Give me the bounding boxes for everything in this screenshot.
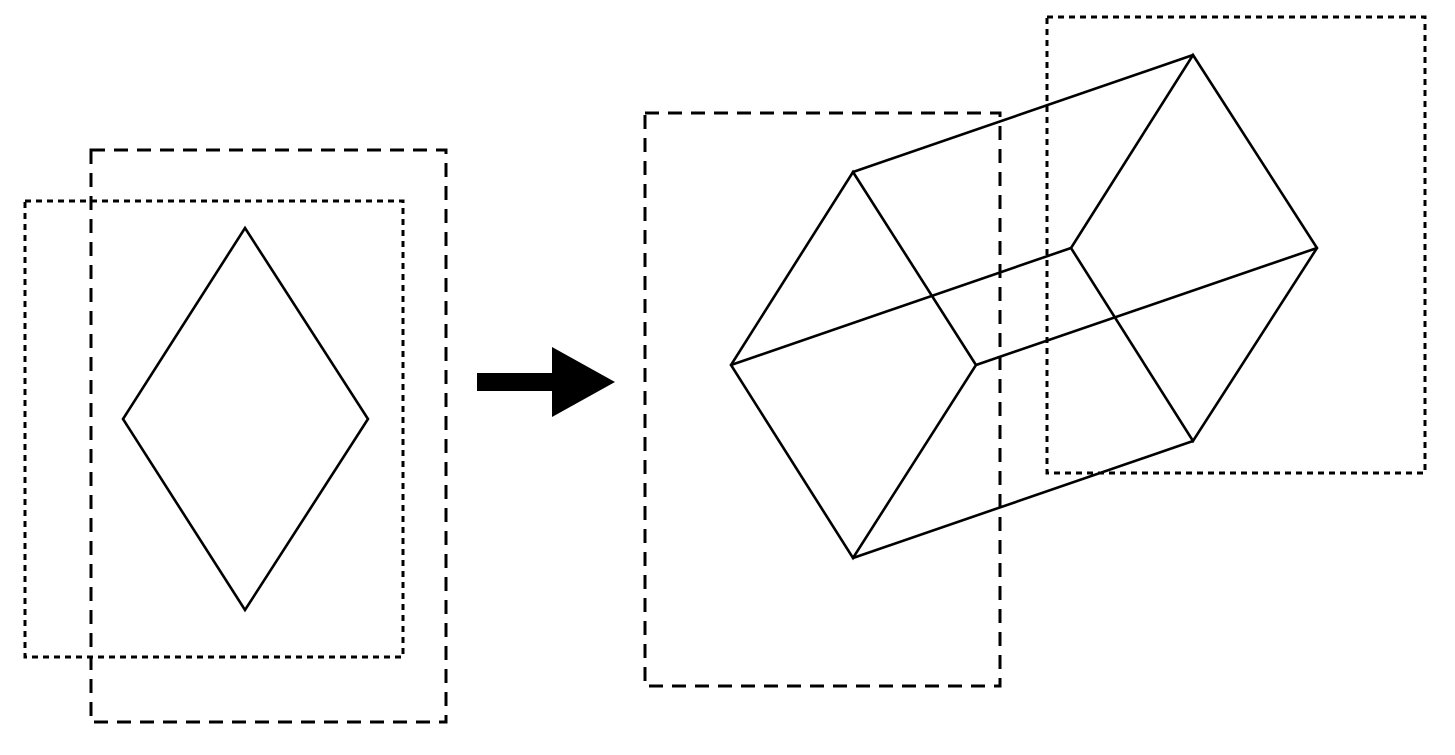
right-back-frame-dotted	[1045, 15, 1427, 475]
prism-back-face	[1069, 52, 1319, 444]
left-front-frame-dotted	[23, 199, 405, 659]
prism-front-face	[729, 169, 978, 561]
prism-edge-right	[974, 246, 1319, 367]
prism-edge-left	[729, 246, 1073, 367]
left-panel	[23, 148, 448, 724]
transform-arrow	[477, 347, 615, 417]
right-front-frame-dashed	[643, 111, 1002, 688]
prism-edge-bottom	[851, 439, 1195, 560]
diamond-shape	[121, 225, 370, 613]
prism-edge-top	[851, 53, 1195, 174]
left-back-frame-dashed	[89, 148, 448, 724]
right-arrow-icon	[477, 347, 615, 417]
right-panel	[643, 15, 1427, 688]
